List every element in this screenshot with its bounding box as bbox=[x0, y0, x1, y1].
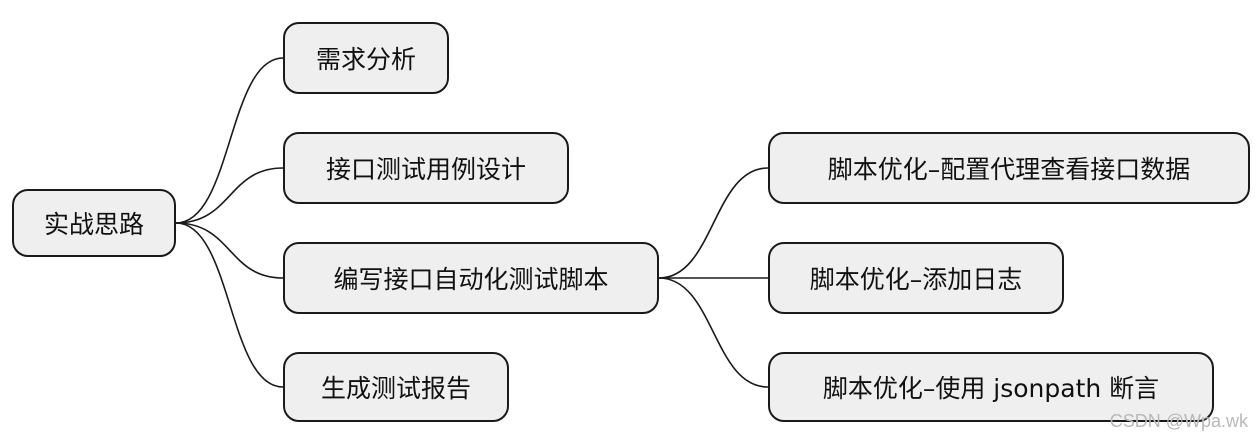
branch-node-label: 需求分析 bbox=[315, 45, 416, 74]
leaf-node-jsonpath-optimization: 脚本优化–使用 jsonpath 断言 bbox=[768, 352, 1214, 422]
leaf-node-label: 脚本优化–使用 jsonpath 断言 bbox=[822, 374, 1160, 403]
watermark-text: CSDN @Wpa.wk bbox=[1109, 411, 1248, 431]
leaf-node-label: 脚本优化–配置代理查看接口数据 bbox=[827, 155, 1191, 184]
branch-node-test-case-design: 接口测试用例设计 bbox=[283, 132, 569, 204]
branch-node-label: 接口测试用例设计 bbox=[325, 155, 526, 184]
edge-root-to-demand-analysis bbox=[175, 57, 284, 224]
leaf-node-label: 脚本优化–添加日志 bbox=[809, 265, 1023, 294]
edge-root-to-test-case-design bbox=[175, 167, 284, 224]
branch-node-label: 编写接口自动化测试脚本 bbox=[333, 265, 609, 294]
branch-node-generate-report: 生成测试报告 bbox=[283, 352, 509, 422]
root-node-label: 实战思路 bbox=[43, 210, 144, 239]
branch-node-label: 生成测试报告 bbox=[320, 374, 471, 403]
leaf-node-log-optimization: 脚本优化–添加日志 bbox=[768, 242, 1064, 314]
edge-scripts-to-proxy-optimization bbox=[658, 167, 769, 279]
root-node-practical-approach: 实战思路 bbox=[12, 189, 176, 257]
edge-root-to-write-scripts bbox=[175, 222, 284, 279]
leaf-node-proxy-optimization: 脚本优化–配置代理查看接口数据 bbox=[768, 132, 1250, 204]
edge-root-to-report bbox=[175, 222, 284, 388]
edge-scripts-to-jsonpath-optimization bbox=[658, 277, 769, 388]
branch-node-demand-analysis: 需求分析 bbox=[283, 22, 449, 94]
branch-node-write-automation-scripts: 编写接口自动化测试脚本 bbox=[283, 242, 659, 314]
